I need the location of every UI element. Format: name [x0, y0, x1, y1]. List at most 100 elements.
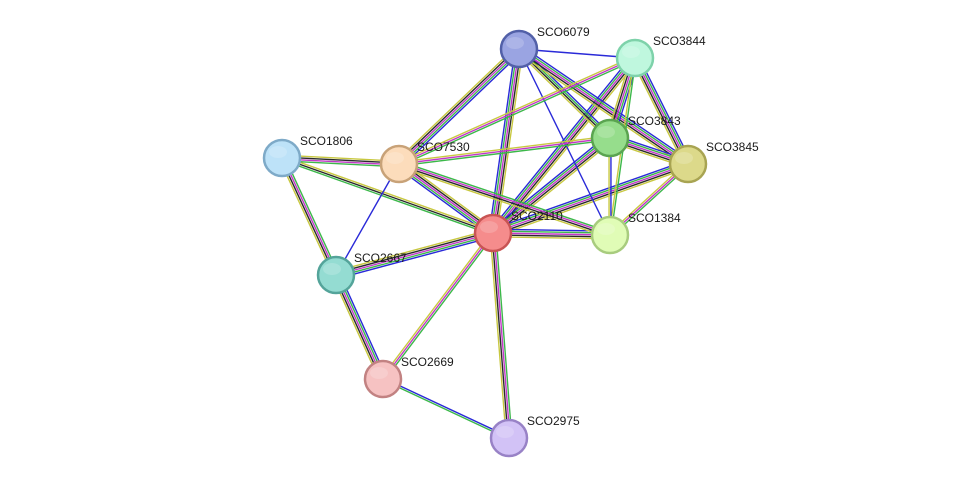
- edge-strand-green: [398, 139, 611, 167]
- edge-strand-yellow: [397, 55, 635, 163]
- edge-SCO2110-SCO2975[interactable]: [489, 232, 513, 439]
- node-SCO1384[interactable]: [590, 215, 630, 255]
- edge-strand-green: [381, 379, 510, 440]
- edge-strand-green: [399, 49, 522, 167]
- edge-strand-magenta: [282, 156, 338, 276]
- labels-layer: SCO2110SCO6079SCO3844SCO3843SCO3845SCO13…: [300, 25, 759, 428]
- edge-strand-green: [281, 160, 400, 168]
- node-SCO7530[interactable]: [379, 144, 419, 184]
- edge-strand-black: [492, 234, 611, 238]
- edge-SCO7530-SCO2667[interactable]: [335, 163, 400, 276]
- edge-SCO6079-SCO7530[interactable]: [395, 45, 523, 168]
- edge-strand-green: [495, 232, 513, 439]
- node-circle[interactable]: [262, 138, 302, 178]
- node-circle[interactable]: [668, 144, 708, 184]
- node-circle[interactable]: [615, 38, 655, 78]
- node-SCO2667[interactable]: [316, 255, 356, 295]
- edge-strand-black: [632, 58, 688, 166]
- edge-strand-black: [281, 157, 494, 234]
- edge-strand-blue: [336, 235, 495, 280]
- edge-strand-magenta: [492, 232, 611, 236]
- node-label-SCO1806: SCO1806: [300, 134, 353, 148]
- node-SCO2669[interactable]: [363, 359, 403, 399]
- edge-SCO2110-SCO1384[interactable]: [492, 228, 611, 240]
- node-highlight: [597, 126, 615, 138]
- edge-strand-black: [492, 165, 690, 236]
- edge-SCO6079-SCO3845[interactable]: [516, 45, 691, 168]
- edge-SCO7530-SCO1384[interactable]: [397, 160, 612, 239]
- edge-strand-yellow: [630, 58, 686, 167]
- edge-SCO2110-SCO3845[interactable]: [491, 159, 690, 238]
- edge-strand-green: [518, 47, 612, 139]
- node-label-SCO6079: SCO6079: [537, 25, 590, 39]
- edge-strand-yellow: [516, 51, 687, 168]
- edge-strand-magenta: [492, 48, 520, 234]
- edge-SCO2110-SCO1806[interactable]: [280, 155, 495, 236]
- edge-strand-blue: [637, 55, 693, 164]
- edge-strand-yellow: [489, 232, 507, 439]
- edge-strand-black: [517, 49, 688, 167]
- node-circle[interactable]: [316, 255, 356, 295]
- edge-strand-green: [492, 230, 611, 234]
- node-circle[interactable]: [590, 118, 630, 158]
- edge-strand-green: [283, 156, 340, 275]
- node-SCO2110[interactable]: [473, 213, 513, 253]
- edge-strand-blue: [382, 377, 511, 438]
- edge-SCO2110-SCO2669[interactable]: [380, 231, 496, 381]
- edge-SCO2110-SCO3843[interactable]: [489, 134, 614, 237]
- edge-SCO3844-SCO3845[interactable]: [630, 55, 693, 167]
- edge-strand-green: [491, 161, 689, 232]
- node-SCO6079[interactable]: [499, 29, 539, 69]
- edge-strand-green: [519, 46, 690, 164]
- node-SCO2975[interactable]: [489, 418, 529, 458]
- edge-strand-yellow: [496, 48, 524, 235]
- edge-strand-blue: [520, 45, 691, 162]
- edge-strand-yellow: [516, 50, 609, 141]
- edge-strand-yellow: [492, 236, 611, 240]
- edge-strand-magenta: [492, 163, 689, 234]
- node-highlight: [370, 367, 388, 379]
- edge-SCO2110-SCO6079[interactable]: [488, 47, 524, 235]
- edge-strand-green: [491, 135, 610, 233]
- node-highlight: [675, 152, 693, 164]
- edge-SCO3844-SCO7530[interactable]: [397, 55, 637, 167]
- node-highlight: [323, 263, 341, 275]
- edge-strand-yellow: [380, 231, 493, 379]
- edge-strand-green: [635, 56, 691, 164]
- edge-strand-black: [493, 138, 612, 236]
- edge-strand-magenta: [518, 48, 689, 165]
- node-highlight: [506, 37, 524, 49]
- node-circle[interactable]: [363, 359, 403, 399]
- node-label-SCO7530: SCO7530: [417, 140, 470, 154]
- node-circle[interactable]: [590, 215, 630, 255]
- edge-SCO1806-SCO2667[interactable]: [278, 156, 340, 277]
- edge-strand-black: [399, 161, 495, 233]
- node-SCO3843[interactable]: [590, 118, 630, 158]
- node-highlight: [386, 152, 404, 164]
- edge-SCO2669-SCO2975[interactable]: [381, 377, 511, 440]
- edge-SCO7530-SCO1806[interactable]: [281, 154, 400, 168]
- node-SCO3845[interactable]: [668, 144, 708, 184]
- node-highlight: [480, 221, 498, 233]
- edge-strand-magenta: [281, 158, 400, 166]
- node-SCO1806[interactable]: [262, 138, 302, 178]
- edge-strand-yellow: [278, 158, 335, 277]
- edge-strand-blue: [488, 47, 516, 234]
- edge-strand-magenta: [493, 232, 511, 439]
- edge-SCO2110-SCO2667[interactable]: [334, 228, 495, 280]
- edge-strand-magenta: [382, 232, 494, 380]
- edge-strand-yellow: [395, 45, 518, 162]
- node-circle[interactable]: [499, 29, 539, 69]
- edge-strand-yellow: [397, 166, 610, 239]
- node-highlight: [622, 46, 640, 58]
- node-circle[interactable]: [489, 418, 529, 458]
- edge-strand-magenta: [398, 162, 612, 235]
- edge-strand-black: [334, 230, 494, 274]
- edge-SCO6079-SCO3844[interactable]: [518, 48, 636, 59]
- node-highlight: [597, 223, 615, 235]
- node-circle[interactable]: [473, 213, 513, 253]
- edge-SCO3843-SCO7530[interactable]: [398, 135, 611, 167]
- node-circle[interactable]: [379, 144, 419, 184]
- node-SCO3844[interactable]: [615, 38, 655, 78]
